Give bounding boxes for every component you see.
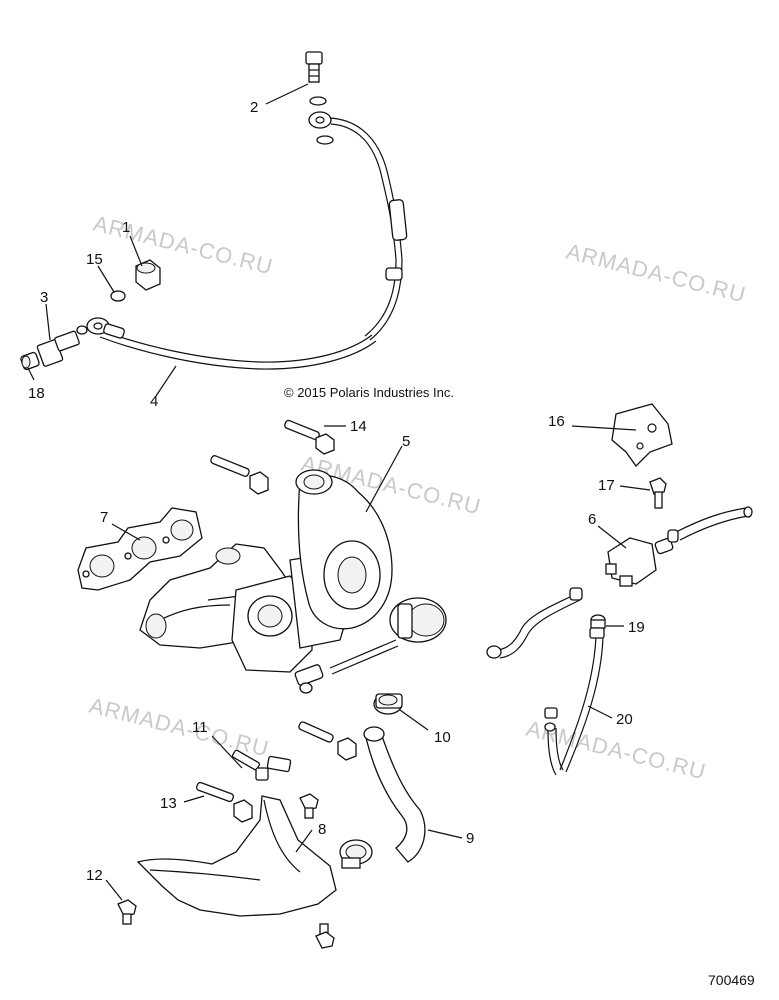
hose-clamp-10	[373, 693, 403, 715]
watermarks: ARMADA-CO.RU ARMADA-CO.RU ARMADA-CO.RU A…	[87, 211, 749, 785]
fitting-nut	[135, 259, 161, 291]
bolt-heat-shield-top	[299, 793, 319, 819]
watermark: ARMADA-CO.RU	[87, 693, 272, 762]
reference-number: 700469	[708, 972, 755, 988]
solenoid-valve	[605, 537, 674, 587]
callout-15: 15	[86, 251, 103, 268]
stud-13	[195, 781, 253, 823]
callout-10: 10	[434, 729, 451, 746]
heat-shield	[136, 795, 337, 917]
callout-8: 8	[318, 821, 326, 838]
stud-14	[284, 419, 335, 455]
vacuum-hose-right	[667, 506, 753, 543]
exhaust-gasket	[77, 507, 203, 591]
watermark: ARMADA-CO.RU	[564, 239, 749, 308]
banjo-bolt-lower	[36, 325, 88, 367]
stud-left-top	[210, 455, 269, 495]
callout-20: 20	[616, 711, 633, 728]
bolt-heat-shield-bottom	[315, 923, 335, 949]
bolt-12	[117, 899, 137, 925]
callout-13: 13	[160, 795, 177, 812]
turbocharger	[139, 469, 447, 694]
callout-4: 4	[150, 393, 158, 410]
vacuum-hose-left	[486, 587, 583, 659]
cap-19	[590, 614, 606, 629]
washer-15	[110, 290, 126, 302]
leader-lines	[27, 83, 651, 901]
oil-feed-line	[308, 111, 408, 341]
callout-17: 17	[598, 477, 615, 494]
callout-7: 7	[100, 509, 108, 526]
callout-12: 12	[86, 867, 103, 884]
bracket-16	[611, 403, 673, 468]
bolt-11b	[266, 755, 292, 773]
callout-14: 14	[350, 418, 367, 435]
callout-19: 19	[628, 619, 645, 636]
callout-16: 16	[548, 413, 565, 430]
callout-9: 9	[466, 830, 474, 847]
hose-clamp-lower	[339, 839, 373, 869]
stud-center	[298, 721, 357, 761]
copyright-notice: © 2015 Polaris Industries Inc.	[284, 385, 454, 400]
callout-5: 5	[402, 433, 410, 450]
hose-20	[544, 627, 605, 776]
bolt-17	[649, 477, 667, 509]
callout-numbers: 2 1 15 3 18 4 14 5 7 16 17 6 19 20 10 9 …	[28, 99, 645, 884]
callout-3: 3	[40, 289, 48, 306]
oil-drain-hose	[363, 726, 426, 863]
bolt-11	[231, 749, 269, 781]
oil-return-line	[86, 317, 377, 370]
callout-6: 6	[588, 511, 596, 528]
callout-1: 1	[122, 219, 130, 236]
fitting-18	[20, 351, 40, 371]
callout-2: 2	[250, 99, 258, 116]
banjo-bolt-top	[305, 51, 334, 145]
watermark: ARMADA-CO.RU	[91, 211, 276, 280]
callout-11: 11	[192, 719, 208, 736]
callout-18: 18	[28, 385, 45, 402]
